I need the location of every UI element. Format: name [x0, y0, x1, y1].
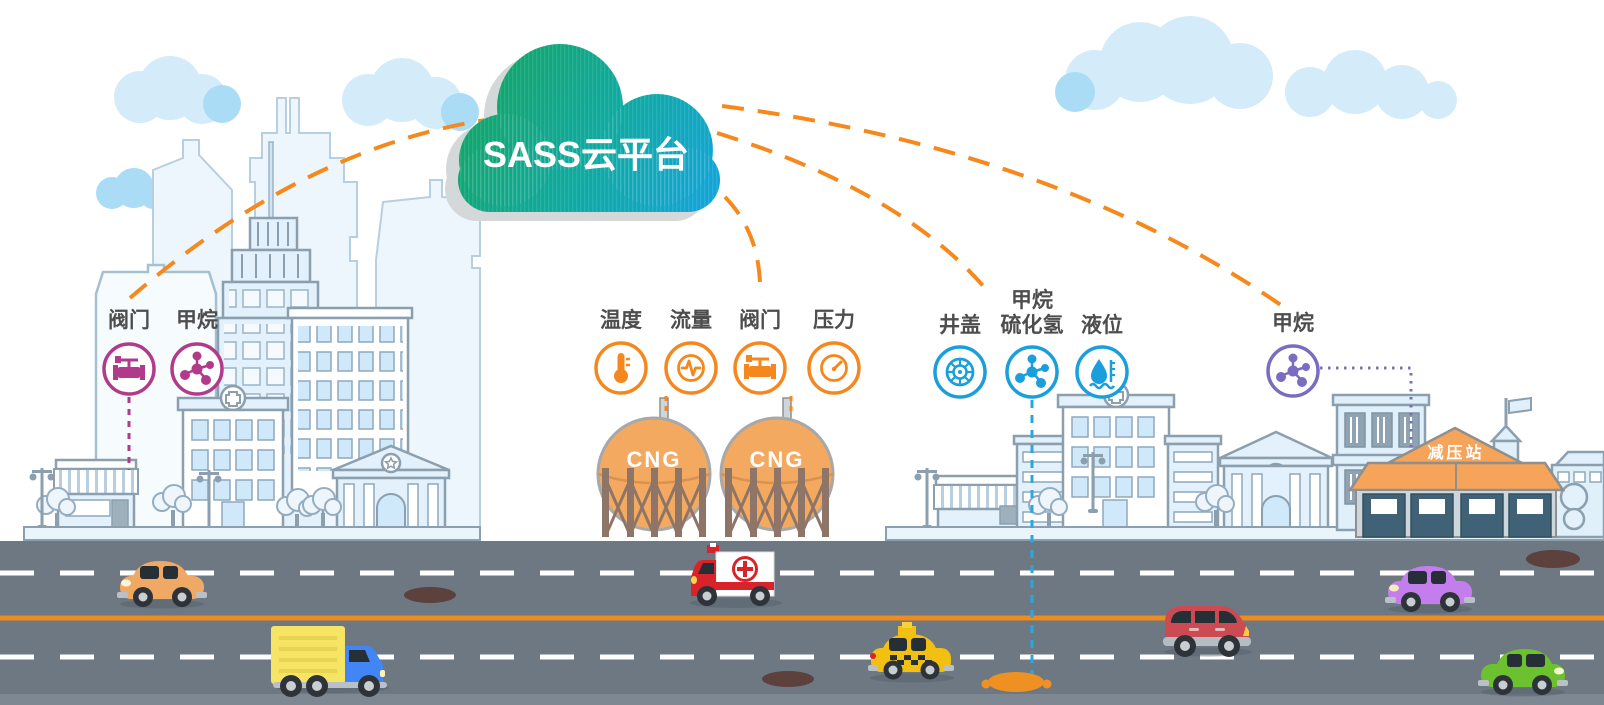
cloud-platform: SASS云平台: [445, 44, 720, 221]
sensor-label: 阀门: [739, 308, 781, 332]
molecule-icon: [180, 351, 214, 385]
sensor-label: 阀门: [108, 308, 150, 332]
sensor-label: 流量: [670, 308, 712, 332]
sensor-group-underground: 井盖 甲烷 硫化氢 液位: [933, 288, 1129, 399]
sensor-label: 井盖: [939, 313, 981, 337]
valve-icon: [744, 355, 776, 379]
flow-icon: [677, 354, 705, 382]
manhole-patch: [1526, 550, 1580, 568]
gas-leak-puddle: [981, 672, 1052, 692]
cloud-link-underground: [716, 131, 987, 290]
cng-tank-1-label: CNG: [627, 447, 682, 472]
thermometer-icon: [614, 353, 630, 383]
cng-tank-2: CNG: [719, 397, 835, 537]
pressure-station-label: 减压站: [1427, 443, 1484, 462]
valve-icon: [113, 356, 145, 380]
gauge-icon: [820, 354, 848, 382]
ambulance: [690, 543, 782, 608]
red-minivan: [1163, 606, 1252, 657]
molecule-icon: [1015, 354, 1049, 388]
sensor-label: 甲烷: [1011, 288, 1053, 312]
taxi: [868, 622, 954, 683]
connectors: [127, 104, 1413, 674]
cng-tank-2-label: CNG: [750, 447, 805, 472]
cng-tanks: CNG CNG: [596, 397, 835, 537]
cloud-link-left: [128, 116, 501, 300]
sensor-group-pressure-station: 甲烷: [1266, 311, 1320, 398]
sensor-label: 甲烷: [176, 308, 218, 332]
sensor-label: 液位: [1081, 313, 1123, 337]
manhole-patch: [762, 671, 814, 687]
sensor-label: 甲烷: [1272, 311, 1314, 335]
cng-tank-1: CNG: [596, 397, 712, 537]
left-city: [23, 97, 481, 541]
sky-clouds: [96, 16, 1457, 209]
vehicles: [117, 543, 1568, 697]
pressure-station-complex: 减压站: [1331, 393, 1604, 539]
cloud-title: SASS云平台: [483, 134, 689, 175]
sensor-label: 温度: [600, 308, 642, 332]
cloud-link-station: [721, 104, 1290, 312]
right-city: [885, 381, 1604, 541]
manhole-icon: [945, 357, 975, 387]
sensor-group-city-building: 阀门 甲烷: [102, 308, 224, 396]
sensor-label: 压力: [813, 309, 855, 332]
road: [0, 541, 1604, 705]
manhole-patch: [404, 587, 456, 603]
molecule-icon: [1276, 353, 1310, 387]
yellow-truck: [271, 626, 389, 697]
level-icon: [1089, 359, 1115, 390]
sensor-label: 硫化氢: [1001, 313, 1064, 337]
cloud-link-cng: [723, 195, 763, 297]
sensor-group-cng-station: 温度 流量 阀门 压力: [594, 308, 861, 395]
